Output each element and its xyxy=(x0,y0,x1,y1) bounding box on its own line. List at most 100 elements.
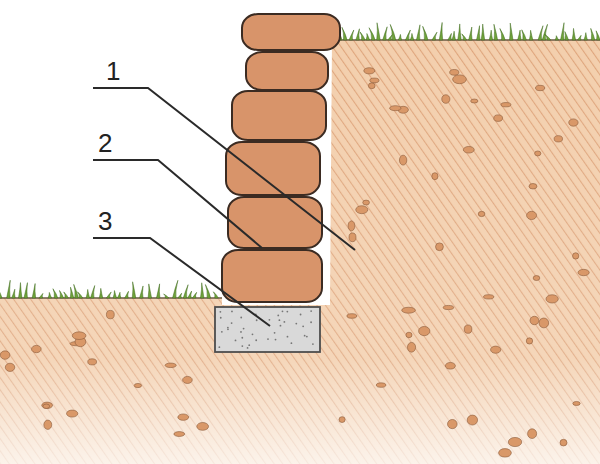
grass-blade xyxy=(390,24,395,40)
grass-blade xyxy=(132,282,136,298)
pebble xyxy=(453,75,467,84)
grass-blade xyxy=(439,22,443,40)
pebble xyxy=(376,383,386,387)
pebble xyxy=(364,68,375,74)
grass-blade xyxy=(18,283,22,298)
pebble xyxy=(499,449,512,458)
concrete-speck xyxy=(227,328,229,330)
grass-blade xyxy=(192,292,196,298)
stone xyxy=(242,14,340,50)
grass-blade xyxy=(577,35,581,40)
grass-blade xyxy=(545,34,551,40)
concrete-speck xyxy=(243,328,245,330)
grass-blade xyxy=(529,30,533,40)
concrete-speck xyxy=(218,346,220,348)
concrete-speck xyxy=(220,317,222,319)
grass-blade xyxy=(173,280,178,298)
grass-blade xyxy=(489,30,493,40)
grass-blade xyxy=(188,291,192,298)
grass-blade xyxy=(0,290,2,298)
stones xyxy=(222,14,340,302)
grass-blade xyxy=(205,285,210,298)
pebble xyxy=(406,332,412,337)
grass-blade xyxy=(342,27,347,40)
pebble xyxy=(165,363,176,367)
stone xyxy=(232,91,326,140)
grass-blade xyxy=(462,34,467,40)
pebble xyxy=(348,221,355,231)
pebble xyxy=(526,338,532,344)
pebble xyxy=(536,85,545,90)
grass-blade xyxy=(377,23,381,40)
grass-blade xyxy=(32,284,36,298)
grass-blade xyxy=(60,290,64,298)
grass-blade xyxy=(99,288,103,298)
pebble xyxy=(0,351,10,359)
pebble xyxy=(528,429,537,439)
grass-blade xyxy=(53,289,58,298)
pebble xyxy=(347,314,357,319)
pebble xyxy=(67,410,78,417)
concrete-speck xyxy=(274,332,276,334)
pebble xyxy=(491,346,501,353)
pebble xyxy=(448,419,458,428)
concrete-speck xyxy=(240,331,242,333)
concrete-speck xyxy=(235,340,237,342)
pebble xyxy=(419,326,430,335)
grass-blade xyxy=(369,28,375,40)
pebble xyxy=(72,332,86,340)
concrete-speck xyxy=(312,343,314,345)
pebble xyxy=(471,99,478,103)
grass-blade xyxy=(481,24,485,40)
pebble xyxy=(535,151,541,156)
pebble xyxy=(356,206,368,214)
concrete-speck xyxy=(255,339,257,341)
pebble xyxy=(88,359,97,365)
pebble xyxy=(578,269,589,275)
pebble xyxy=(197,422,209,430)
concrete-speck xyxy=(283,321,285,323)
concrete-speck xyxy=(277,315,279,317)
pebble xyxy=(467,415,477,425)
pebble xyxy=(32,345,42,352)
grass-blade xyxy=(416,25,420,40)
pebble xyxy=(484,295,494,299)
grass-blade xyxy=(538,26,543,40)
concrete-speck xyxy=(248,344,250,346)
pebble xyxy=(42,402,53,408)
grass-blade xyxy=(360,32,365,40)
concrete-speck xyxy=(291,342,293,344)
pebble xyxy=(183,376,193,383)
grass-blade xyxy=(48,292,52,298)
grass-blade xyxy=(113,291,117,298)
concrete-speck xyxy=(241,345,243,347)
pebble xyxy=(501,103,511,107)
grass-blade xyxy=(584,33,588,40)
grass-blade xyxy=(518,30,522,40)
grass-blade xyxy=(410,33,414,40)
concrete-speck xyxy=(247,347,249,349)
pebble xyxy=(399,155,406,165)
grass-blade xyxy=(572,28,576,40)
grass-blade xyxy=(24,283,28,298)
pebble xyxy=(464,325,472,333)
grass-blade xyxy=(148,284,152,298)
pebble xyxy=(339,417,345,423)
grass-blade xyxy=(12,289,15,298)
pebble xyxy=(178,414,189,420)
pebble xyxy=(546,295,558,303)
callout-number: 2 xyxy=(98,130,112,156)
pebble xyxy=(5,363,14,371)
pebble xyxy=(508,437,521,446)
grass-blade xyxy=(140,286,144,298)
concrete-speck xyxy=(231,311,233,313)
pebbles xyxy=(0,68,589,457)
grass-blade xyxy=(125,291,129,298)
pebble xyxy=(106,310,114,318)
grass-blade xyxy=(477,26,481,40)
grass-blade xyxy=(183,285,188,298)
concrete-speck xyxy=(275,339,277,341)
pebble xyxy=(134,383,141,387)
concrete-speck xyxy=(267,338,269,340)
